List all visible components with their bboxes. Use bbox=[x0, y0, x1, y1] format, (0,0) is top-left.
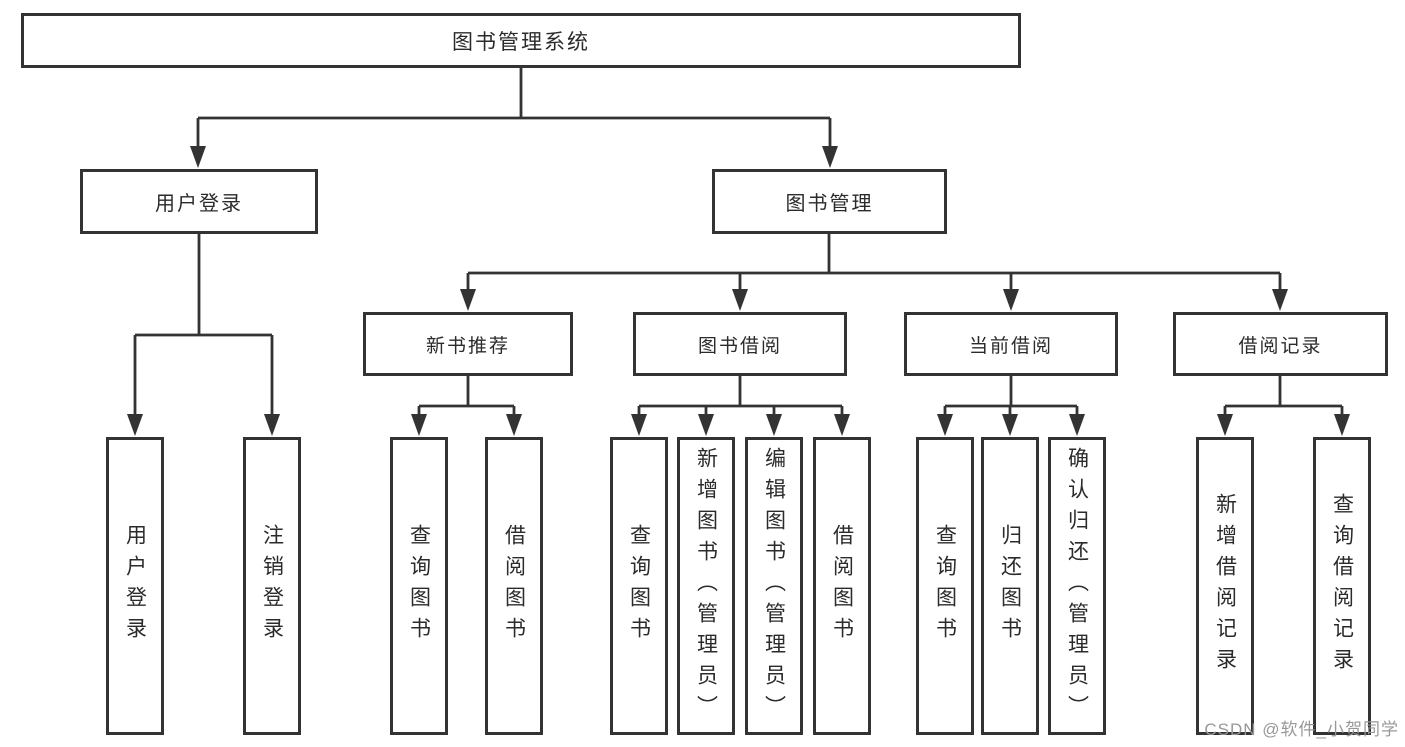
leaf-query-borrow-record: 查询借阅记录 bbox=[1313, 437, 1371, 735]
leaf-add-borrow-record-label: 新增借阅记录 bbox=[1213, 493, 1237, 679]
watermark-text: CSDN @软件_小贺同学 bbox=[1204, 720, 1399, 739]
arrowhead bbox=[190, 146, 206, 168]
leaf-logout-login-label: 注销登录 bbox=[260, 524, 284, 648]
arrowhead bbox=[834, 414, 850, 436]
arrowhead bbox=[1003, 289, 1019, 311]
arrowhead bbox=[1002, 414, 1018, 436]
node-current-borrow: 当前借阅 bbox=[904, 312, 1118, 376]
leaf-query-book-recommend: 查询图书 bbox=[390, 437, 448, 735]
connector-bookmgmt-to-level3 bbox=[466, 234, 1282, 293]
connector-userlogin-to-leaves bbox=[133, 234, 274, 418]
leaf-borrow-book-borrow-label: 借阅图书 bbox=[830, 524, 854, 648]
node-book-borrow-label: 图书借阅 bbox=[697, 335, 782, 357]
arrowhead bbox=[264, 414, 280, 436]
leaf-user-login-label: 用户登录 bbox=[123, 524, 147, 648]
leaf-borrow-book-recommend-label: 借阅图书 bbox=[502, 524, 526, 648]
arrowhead bbox=[411, 414, 427, 436]
node-root-label: 图书管理系统 bbox=[452, 30, 590, 54]
leaf-add-borrow-record: 新增借阅记录 bbox=[1196, 437, 1254, 735]
leaf-return-book-label: 归还图书 bbox=[998, 524, 1022, 648]
node-borrow-record: 借阅记录 bbox=[1173, 312, 1388, 376]
node-root: 图书管理系统 bbox=[21, 13, 1021, 68]
connector-borrow-to-leaves bbox=[637, 376, 844, 418]
node-book-management-label: 图书管理 bbox=[785, 193, 874, 215]
arrowhead bbox=[698, 414, 714, 436]
node-new-book-recommend: 新书推荐 bbox=[363, 312, 573, 376]
leaf-confirm-return-admin: 确认归还（管理员） bbox=[1048, 437, 1106, 735]
node-user-login: 用户登录 bbox=[80, 169, 318, 234]
leaf-query-book-current: 查询图书 bbox=[916, 437, 974, 735]
leaf-edit-book-admin-label: 编辑图书（管理员） bbox=[762, 446, 786, 726]
node-borrow-record-label: 借阅记录 bbox=[1238, 335, 1323, 357]
leaf-query-book-current-label: 查询图书 bbox=[933, 524, 957, 648]
arrowhead bbox=[937, 414, 953, 436]
node-book-borrow: 图书借阅 bbox=[633, 312, 847, 376]
leaf-query-book-borrow: 查询图书 bbox=[610, 437, 668, 735]
leaf-edit-book-admin: 编辑图书（管理员） bbox=[745, 437, 803, 735]
node-user-login-label: 用户登录 bbox=[155, 193, 243, 215]
arrowhead bbox=[1069, 414, 1085, 436]
node-current-borrow-label: 当前借阅 bbox=[968, 335, 1053, 357]
leaf-borrow-book-recommend: 借阅图书 bbox=[485, 437, 543, 735]
arrowhead bbox=[732, 289, 748, 311]
leaf-query-book-borrow-label: 查询图书 bbox=[627, 524, 651, 648]
arrowhead bbox=[631, 414, 647, 436]
connector-current-to-leaves bbox=[943, 376, 1079, 418]
leaf-return-book: 归还图书 bbox=[981, 437, 1039, 735]
leaf-add-book-admin: 新增图书（管理员） bbox=[677, 437, 735, 735]
node-new-book-recommend-label: 新书推荐 bbox=[425, 335, 510, 357]
leaf-borrow-book-borrow: 借阅图书 bbox=[813, 437, 871, 735]
connector-record-to-leaves bbox=[1223, 376, 1344, 418]
connector-recommend-to-leaves bbox=[417, 376, 516, 418]
leaf-query-borrow-record-label: 查询借阅记录 bbox=[1330, 493, 1354, 679]
arrowhead bbox=[766, 414, 782, 436]
arrowhead bbox=[127, 414, 143, 436]
arrowhead bbox=[506, 414, 522, 436]
leaf-logout-login: 注销登录 bbox=[243, 437, 301, 735]
leaf-confirm-return-admin-label: 确认归还（管理员） bbox=[1065, 446, 1089, 726]
arrowhead bbox=[1334, 414, 1350, 436]
connector-root-to-level2 bbox=[196, 68, 832, 150]
leaf-add-book-admin-label: 新增图书（管理员） bbox=[694, 446, 718, 726]
arrowhead bbox=[1217, 414, 1233, 436]
leaf-query-book-recommend-label: 查询图书 bbox=[407, 524, 431, 648]
arrowhead bbox=[460, 289, 476, 311]
node-book-management: 图书管理 bbox=[712, 169, 947, 234]
arrowhead bbox=[822, 146, 838, 168]
leaf-user-login: 用户登录 bbox=[106, 437, 164, 735]
arrowhead bbox=[1272, 289, 1288, 311]
